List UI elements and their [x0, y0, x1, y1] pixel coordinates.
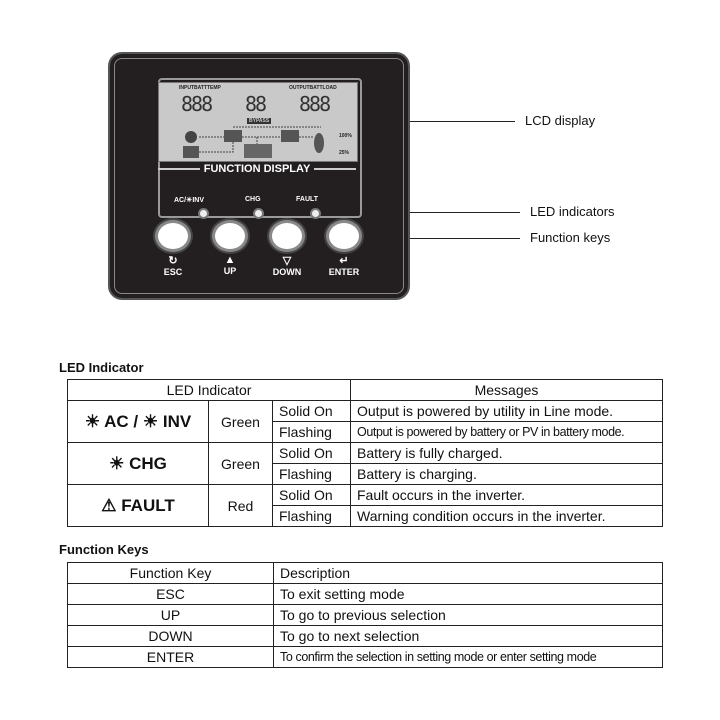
- down-text: DOWN: [272, 267, 302, 277]
- esc-text: ESC: [163, 267, 183, 277]
- key-description: To exit setting mode: [273, 583, 663, 605]
- led-section-title: LED Indicator: [59, 360, 144, 375]
- led-message: Battery is charging.: [350, 463, 663, 485]
- led-state: Solid On: [272, 484, 351, 506]
- header-led-indicator: LED Indicator: [67, 379, 351, 401]
- callout-line-led: [410, 212, 520, 213]
- key-description: To go to next selection: [273, 625, 663, 647]
- header-function-key: Function Key: [67, 562, 274, 584]
- led-state: Solid On: [272, 400, 351, 422]
- up-arrow-icon: ▲: [224, 254, 236, 266]
- lcd-digits-right: 888: [299, 92, 331, 116]
- led-table: LED Indicator Messages ☀ AC / ☀ INV Gree…: [67, 379, 663, 527]
- table-header: Function Key Description: [67, 562, 663, 584]
- led-name: FAULT: [121, 495, 175, 515]
- header-description: Description: [273, 562, 663, 584]
- lcd-screen: INPUTBATTTEMP OUTPUTBATTLOAD 888 88 888 …: [158, 82, 358, 162]
- callout-line-keys: [410, 238, 520, 239]
- enter-key-label: ↵ENTER: [319, 254, 369, 277]
- led-fault: [312, 210, 319, 217]
- led-message: Battery is fully charged.: [350, 442, 663, 464]
- key-description: To confirm the selection in setting mode…: [273, 646, 663, 668]
- led-state: Flashing: [272, 505, 351, 527]
- led-color: Green: [208, 442, 273, 485]
- callout-keys: Function keys: [530, 230, 611, 245]
- led-fault-name: ⚠ FAULT: [67, 484, 209, 527]
- led-state: Solid On: [272, 442, 351, 464]
- led-ac-inv-name: ☀ AC / ☀ INV: [67, 400, 209, 443]
- led-state: Flashing: [272, 463, 351, 485]
- header-messages: Messages: [350, 379, 663, 401]
- function-display-text: FUNCTION DISPLAY: [203, 163, 311, 175]
- lcd-input-label: INPUTBATTTEMP: [179, 85, 221, 91]
- up-button[interactable]: [215, 223, 245, 249]
- up-text: UP: [223, 266, 237, 276]
- callout-lcd: LCD display: [525, 113, 596, 128]
- callout-led: LED indicators: [530, 204, 615, 219]
- lcd-pct-high: 100%: [339, 133, 352, 139]
- lcd-digits-mid: 88: [245, 92, 267, 116]
- esc-button[interactable]: [158, 223, 188, 249]
- key-name: DOWN: [67, 625, 274, 647]
- led-label-chg: CHG: [245, 196, 261, 203]
- sun-icon: ☀: [84, 411, 101, 431]
- lcd-pct-low: 25%: [339, 150, 350, 156]
- up-key-label: ▲UP: [205, 254, 255, 276]
- function-display-label: FUNCTION DISPLAY: [158, 163, 357, 175]
- down-key-label: ▽DOWN: [262, 254, 312, 277]
- esc-key-label: ↻ESC: [148, 254, 198, 277]
- enter-button[interactable]: [329, 223, 359, 249]
- enter-icon: ↵: [339, 255, 349, 267]
- down-button[interactable]: [272, 223, 302, 249]
- table-row: ☀ CHG Green Solid On Battery is fully ch…: [67, 442, 663, 485]
- led-chg-name: ☀ CHG: [67, 442, 209, 485]
- led-state: Flashing: [272, 421, 351, 443]
- led-ac-inv: [200, 210, 207, 217]
- down-arrow-icon: ▽: [282, 255, 292, 267]
- led-message: Output is powered by utility in Line mod…: [350, 400, 663, 422]
- led-message: Output is powered by battery or PV in ba…: [350, 421, 663, 443]
- led-message: Fault occurs in the inverter.: [350, 484, 663, 506]
- lcd-digits-left: 888: [181, 92, 213, 116]
- key-description: To go to previous selection: [273, 604, 663, 626]
- led-message: Warning condition occurs in the inverter…: [350, 505, 663, 527]
- table-row: ⚠ FAULT Red Solid On Fault occurs in the…: [67, 484, 663, 527]
- lcd-output-label: OUTPUTBATTLOAD: [289, 85, 337, 91]
- lcd-bypass: BYPASS: [247, 118, 272, 124]
- table-row: Flashing Output is powered by battery or…: [68, 421, 663, 443]
- table-row: ☀ AC / ☀ INV Green Solid On Output is po…: [67, 400, 663, 443]
- esc-icon: ↻: [168, 255, 178, 267]
- led-color: Red: [208, 484, 273, 527]
- lcd-flow-diagram-icon: [183, 126, 324, 158]
- table-header: LED Indicator Messages: [67, 379, 663, 401]
- led-name: CHG: [129, 453, 167, 473]
- callout-line-lcd: [410, 121, 515, 122]
- table-row: Flashing Warning condition occurs in the…: [68, 505, 663, 527]
- key-name: UP: [67, 604, 274, 626]
- enter-text: ENTER: [328, 267, 360, 277]
- led-name: AC / ☀ INV: [104, 411, 192, 431]
- warning-icon: ⚠: [101, 495, 117, 515]
- key-name: ENTER: [67, 646, 274, 668]
- led-label-ac-inv: AC/☀INV: [174, 197, 204, 204]
- led-chg: [255, 210, 262, 217]
- led-color: Green: [208, 400, 273, 443]
- led-label-fault: FAULT: [296, 196, 319, 203]
- keys-section-title: Function Keys: [59, 542, 149, 557]
- key-name: ESC: [67, 583, 274, 605]
- sun-icon: ☀: [109, 453, 125, 473]
